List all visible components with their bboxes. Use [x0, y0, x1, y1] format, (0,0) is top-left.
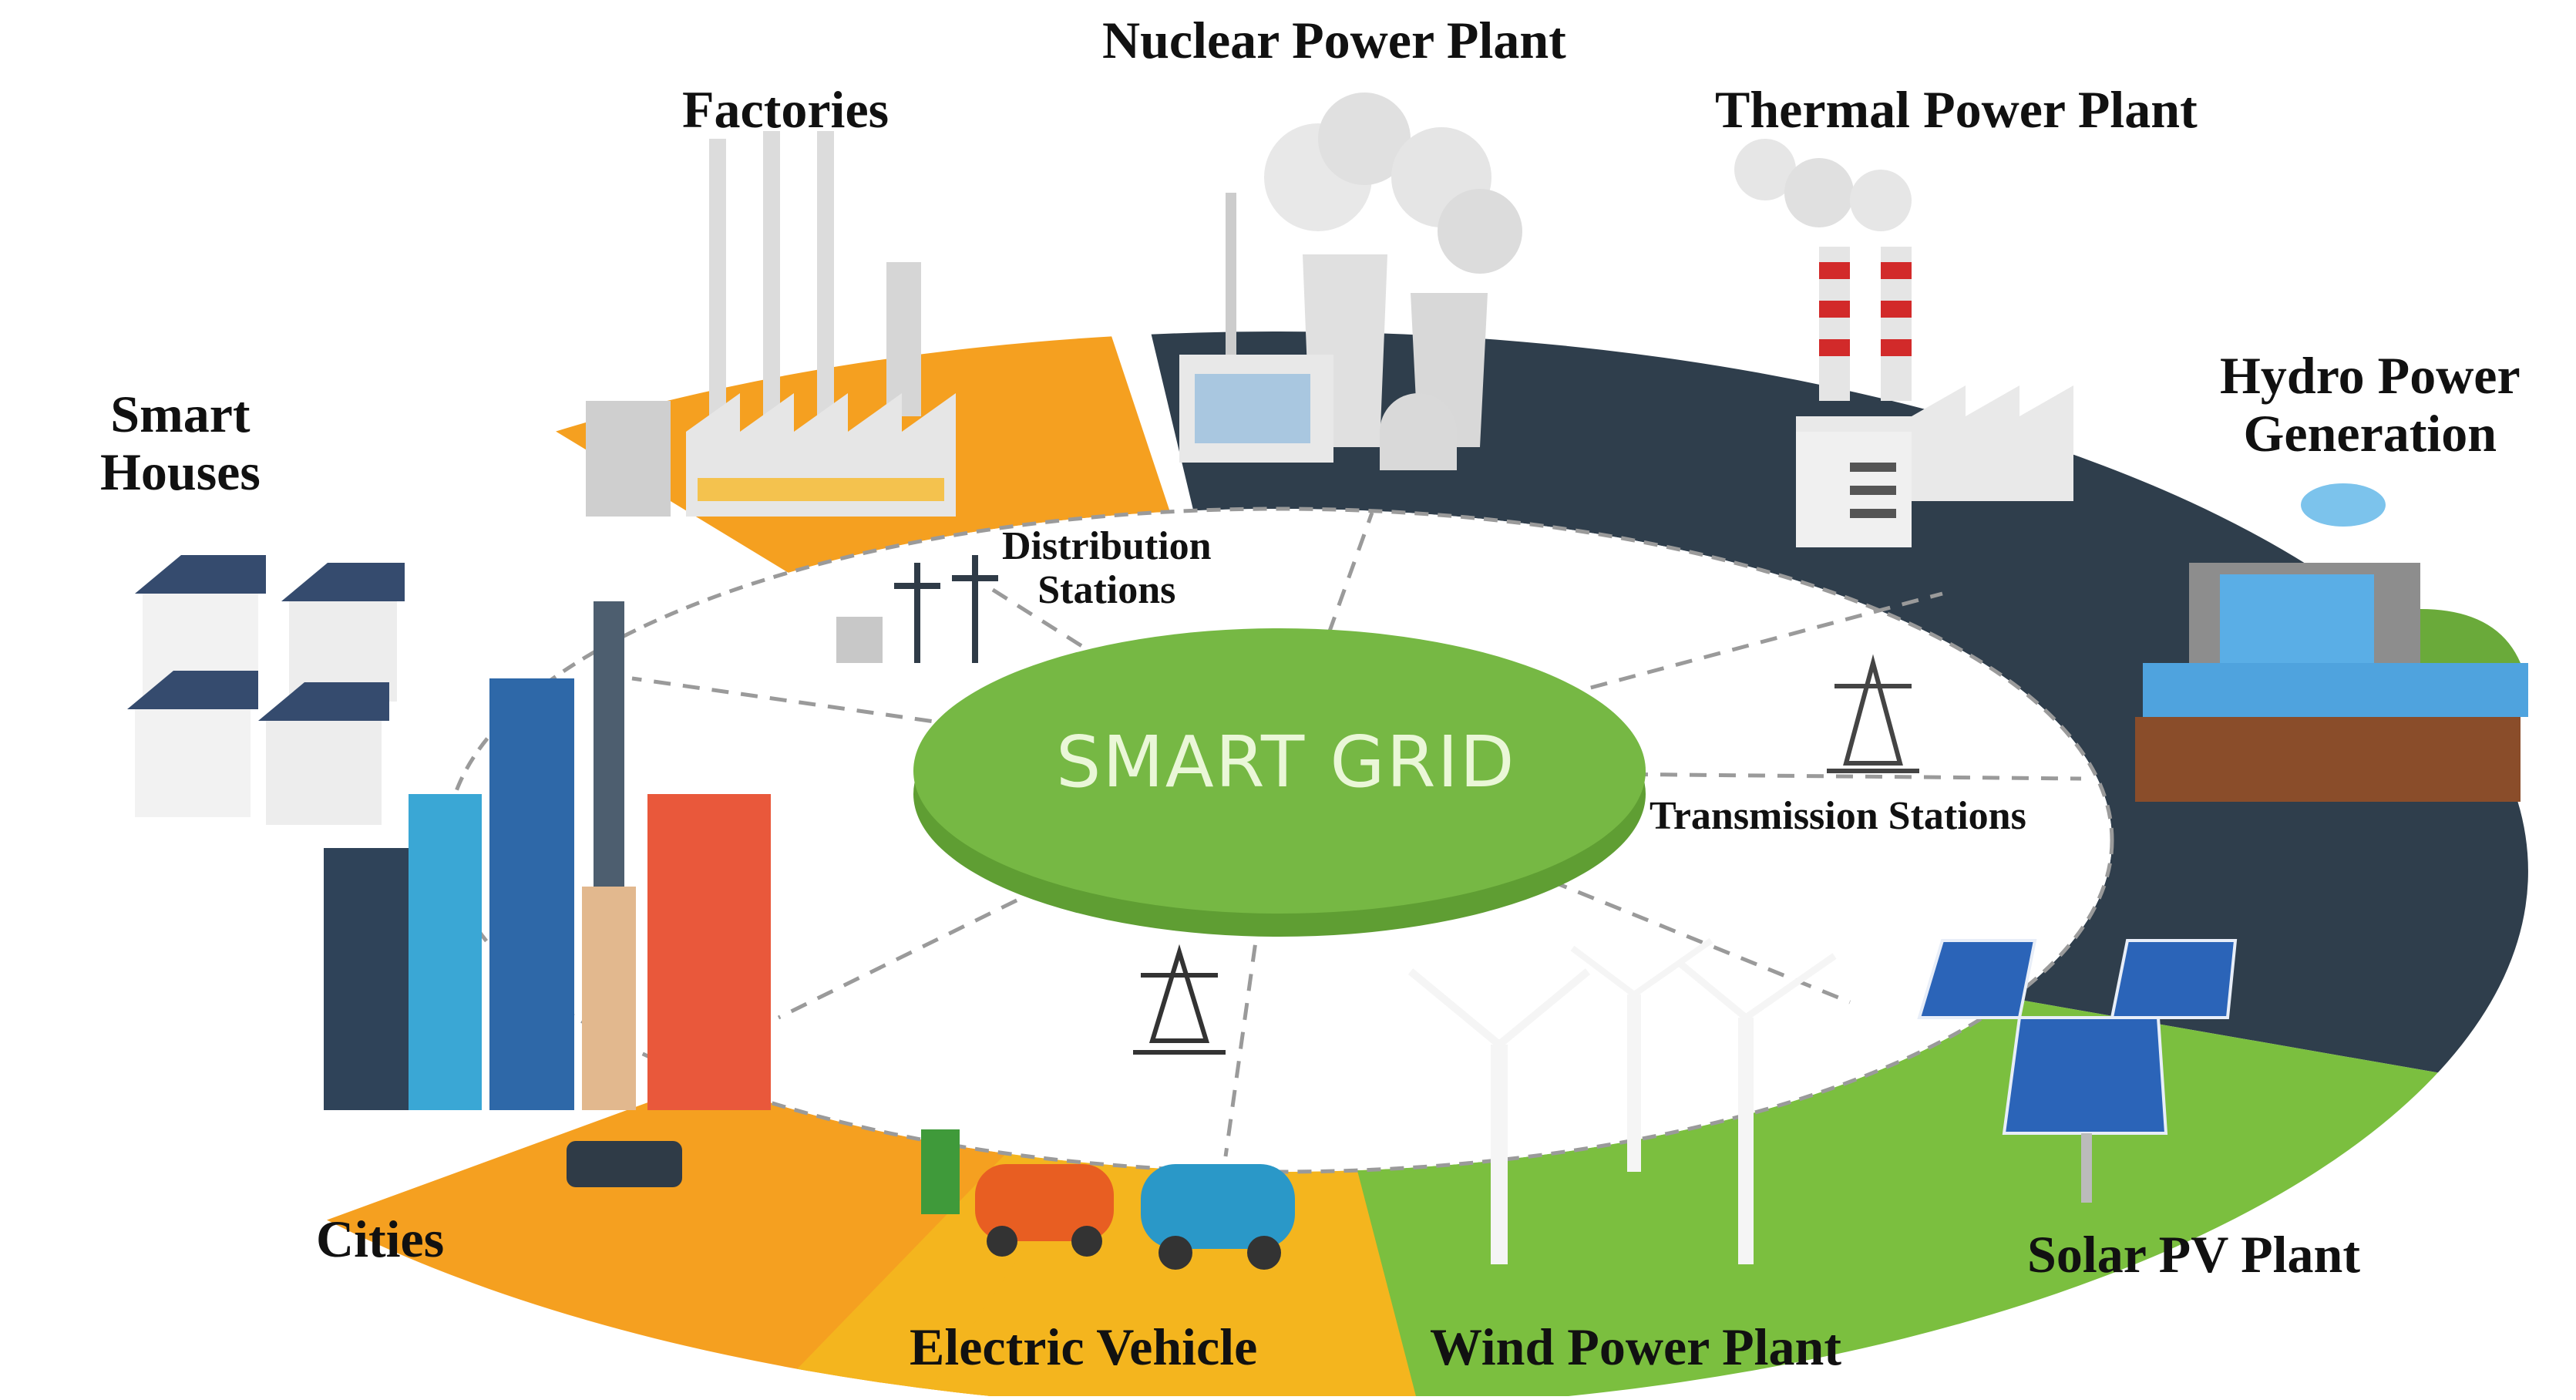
- label-thermal-power-plant: Thermal Power Plant: [1715, 80, 2198, 139]
- label-hydro-line1: Hydro Power: [2220, 346, 2521, 405]
- solar-panels-icon: [1917, 939, 2238, 1203]
- label-hydro-power-generation: Hydro Power Generation: [2220, 347, 2521, 463]
- hydro-dam-icon: [2135, 483, 2528, 802]
- transmission-tower-icon: [1827, 654, 1919, 773]
- label-cities: Cities: [316, 1210, 445, 1268]
- label-smart-houses: Smart Houses: [100, 385, 261, 501]
- label-nuclear-power-plant: Nuclear Power Plant: [1102, 11, 1566, 69]
- label-distribution-stations: Distribution Stations: [1002, 524, 1212, 612]
- smart-grid-title: SMART GRID: [1056, 721, 1516, 803]
- label-smart-houses-line1: Smart: [110, 385, 251, 443]
- smart-grid-hub: [913, 628, 1646, 937]
- wind-turbines-icon: [1407, 937, 1837, 1264]
- label-factories: Factories: [682, 80, 889, 139]
- smart-houses-icon: [127, 555, 405, 825]
- nuclear-plant-icon: [1179, 93, 1522, 470]
- label-distribution-line2: Stations: [1037, 568, 1176, 613]
- label-solar-pv-plant: Solar PV Plant: [2027, 1225, 2360, 1284]
- distribution-tower-icon: [1133, 944, 1226, 1055]
- label-transmission-stations: Transmission Stations: [1650, 794, 2026, 838]
- thermal-plant-icon: [1734, 139, 2073, 547]
- label-hydro-line2: Generation: [2243, 403, 2497, 463]
- label-electric-vehicle: Electric Vehicle: [910, 1318, 1258, 1376]
- city-buildings-icon: [324, 601, 771, 1187]
- label-wind-power-plant: Wind Power Plant: [1430, 1318, 1841, 1376]
- factory-icon: [586, 131, 956, 517]
- electric-vehicles-icon: [921, 1129, 1295, 1270]
- label-smart-houses-line2: Houses: [100, 442, 261, 501]
- distribution-poles-icon: [836, 555, 998, 663]
- label-distribution-line1: Distribution: [1002, 524, 1212, 568]
